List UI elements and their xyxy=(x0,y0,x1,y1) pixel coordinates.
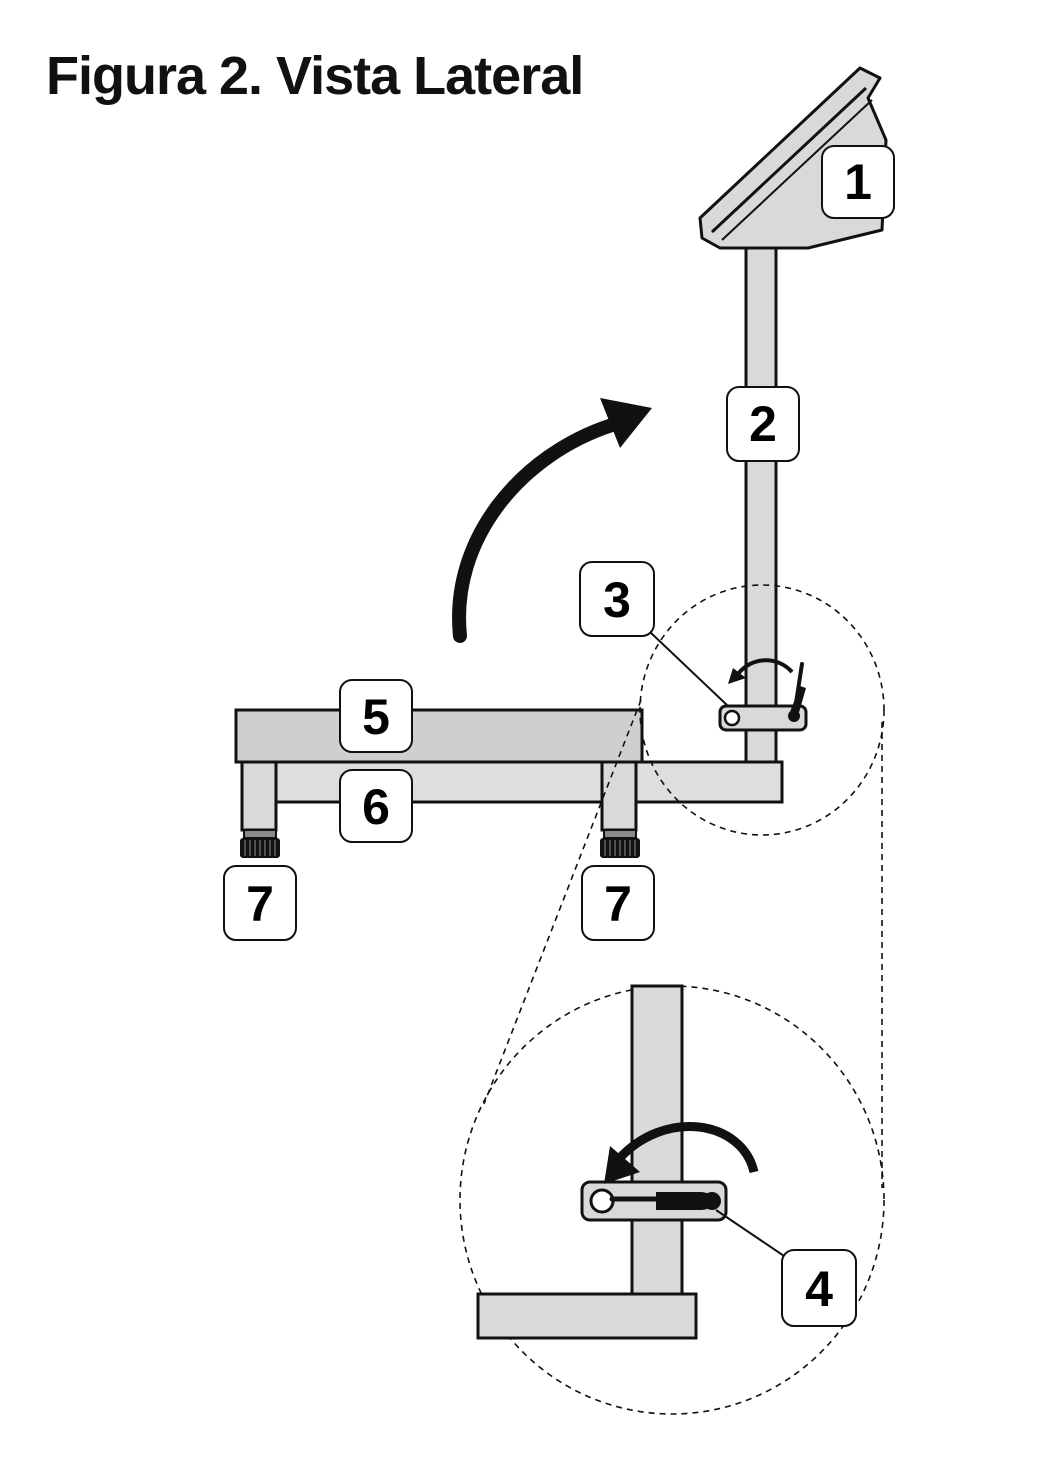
curved-arrow-icon xyxy=(736,658,794,676)
zoom-source-circle xyxy=(639,584,885,836)
lever-icon xyxy=(609,1192,721,1210)
svg-text:1: 1 xyxy=(844,154,872,210)
knurled-foot-icon xyxy=(240,829,280,858)
vertical-column xyxy=(744,246,778,772)
leg-right xyxy=(600,760,638,832)
knurled-foot-icon xyxy=(600,829,640,858)
callout-4: 4 xyxy=(781,1249,857,1327)
platform xyxy=(234,708,644,764)
callout-7-right: 7 xyxy=(581,865,655,941)
lever-icon xyxy=(788,662,806,722)
callout-2: 2 xyxy=(726,386,800,462)
svg-text:7: 7 xyxy=(246,876,274,932)
curved-arrow-icon xyxy=(452,398,652,643)
callout-1: 1 xyxy=(821,145,895,219)
svg-text:5: 5 xyxy=(362,689,390,745)
callout-3: 3 xyxy=(579,561,655,637)
svg-text:2: 2 xyxy=(749,396,777,452)
curved-arrow-icon xyxy=(614,1122,759,1174)
callout-7-left: 7 xyxy=(223,865,297,941)
figure-title: Figura 2. Vista Lateral xyxy=(46,46,584,106)
detail-enlarged xyxy=(476,984,759,1340)
svg-text:7: 7 xyxy=(604,876,632,932)
platform-assembly xyxy=(234,708,784,832)
callout-5: 5 xyxy=(339,679,413,753)
svg-text:4: 4 xyxy=(805,1261,833,1317)
svg-text:6: 6 xyxy=(362,779,390,835)
column-clamp xyxy=(718,704,808,732)
leg-left xyxy=(240,760,278,832)
svg-text:3: 3 xyxy=(603,572,631,628)
callout-6: 6 xyxy=(339,769,413,843)
